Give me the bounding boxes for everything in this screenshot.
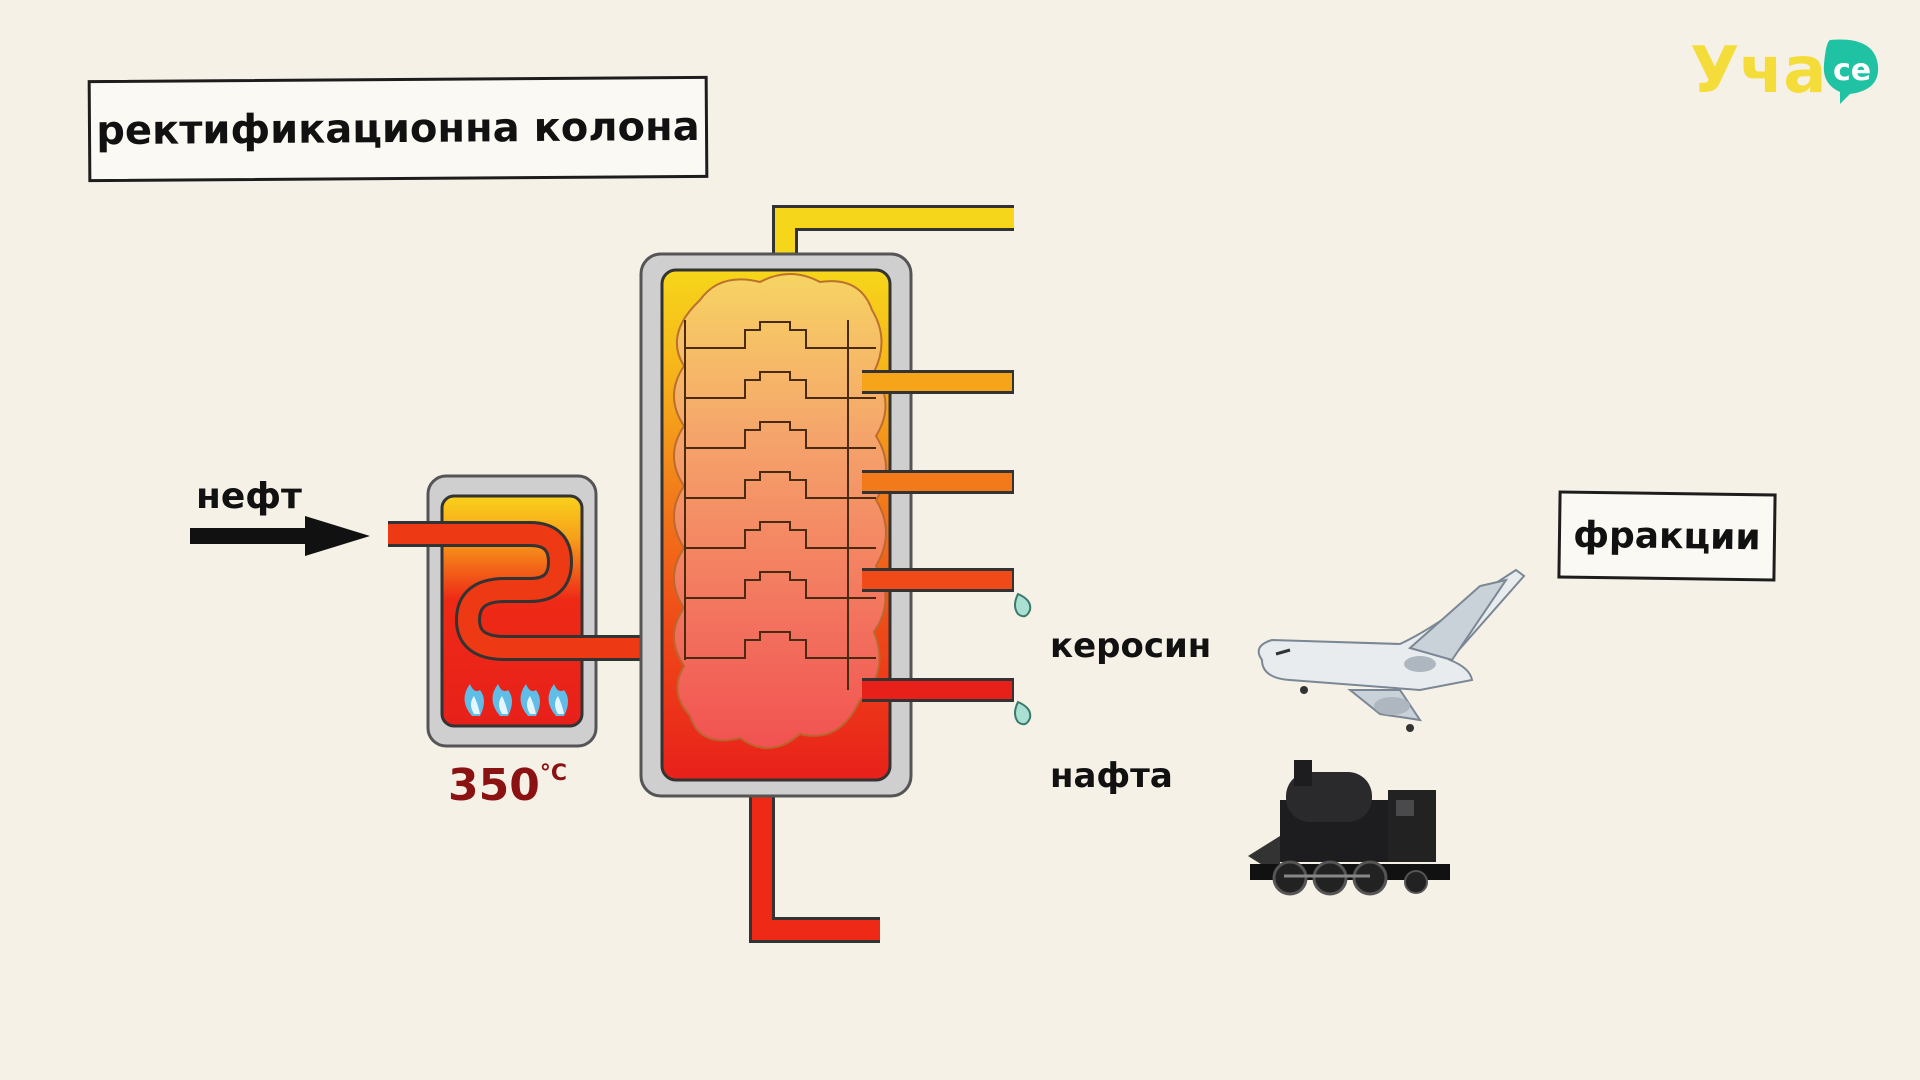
flame-icon	[464, 684, 568, 716]
fractions-label: фракции	[1557, 490, 1777, 582]
temperature-value: 350	[448, 760, 540, 811]
fractions-text: фракции	[1573, 514, 1761, 558]
temperature-unit: °C	[539, 761, 568, 787]
droplet-icon	[1014, 592, 1032, 726]
kerosene-label: керосин	[1050, 626, 1212, 666]
airplane-icon	[1257, 568, 1526, 732]
furnace	[388, 474, 690, 748]
fraction-pipes	[862, 370, 1014, 702]
arrow-icon	[190, 516, 370, 556]
locomotive-icon	[1248, 760, 1450, 896]
naphtha-label: нафта	[1050, 756, 1173, 796]
distillation-column	[639, 252, 913, 798]
oil-label: нефт	[196, 476, 302, 517]
logo-text: Уча	[1690, 34, 1826, 108]
logo-badge-text: се	[1833, 53, 1871, 88]
temperature-label: 350°C	[448, 760, 567, 811]
logo: Уча се	[1690, 34, 1879, 108]
logo-badge: се	[1823, 39, 1879, 104]
